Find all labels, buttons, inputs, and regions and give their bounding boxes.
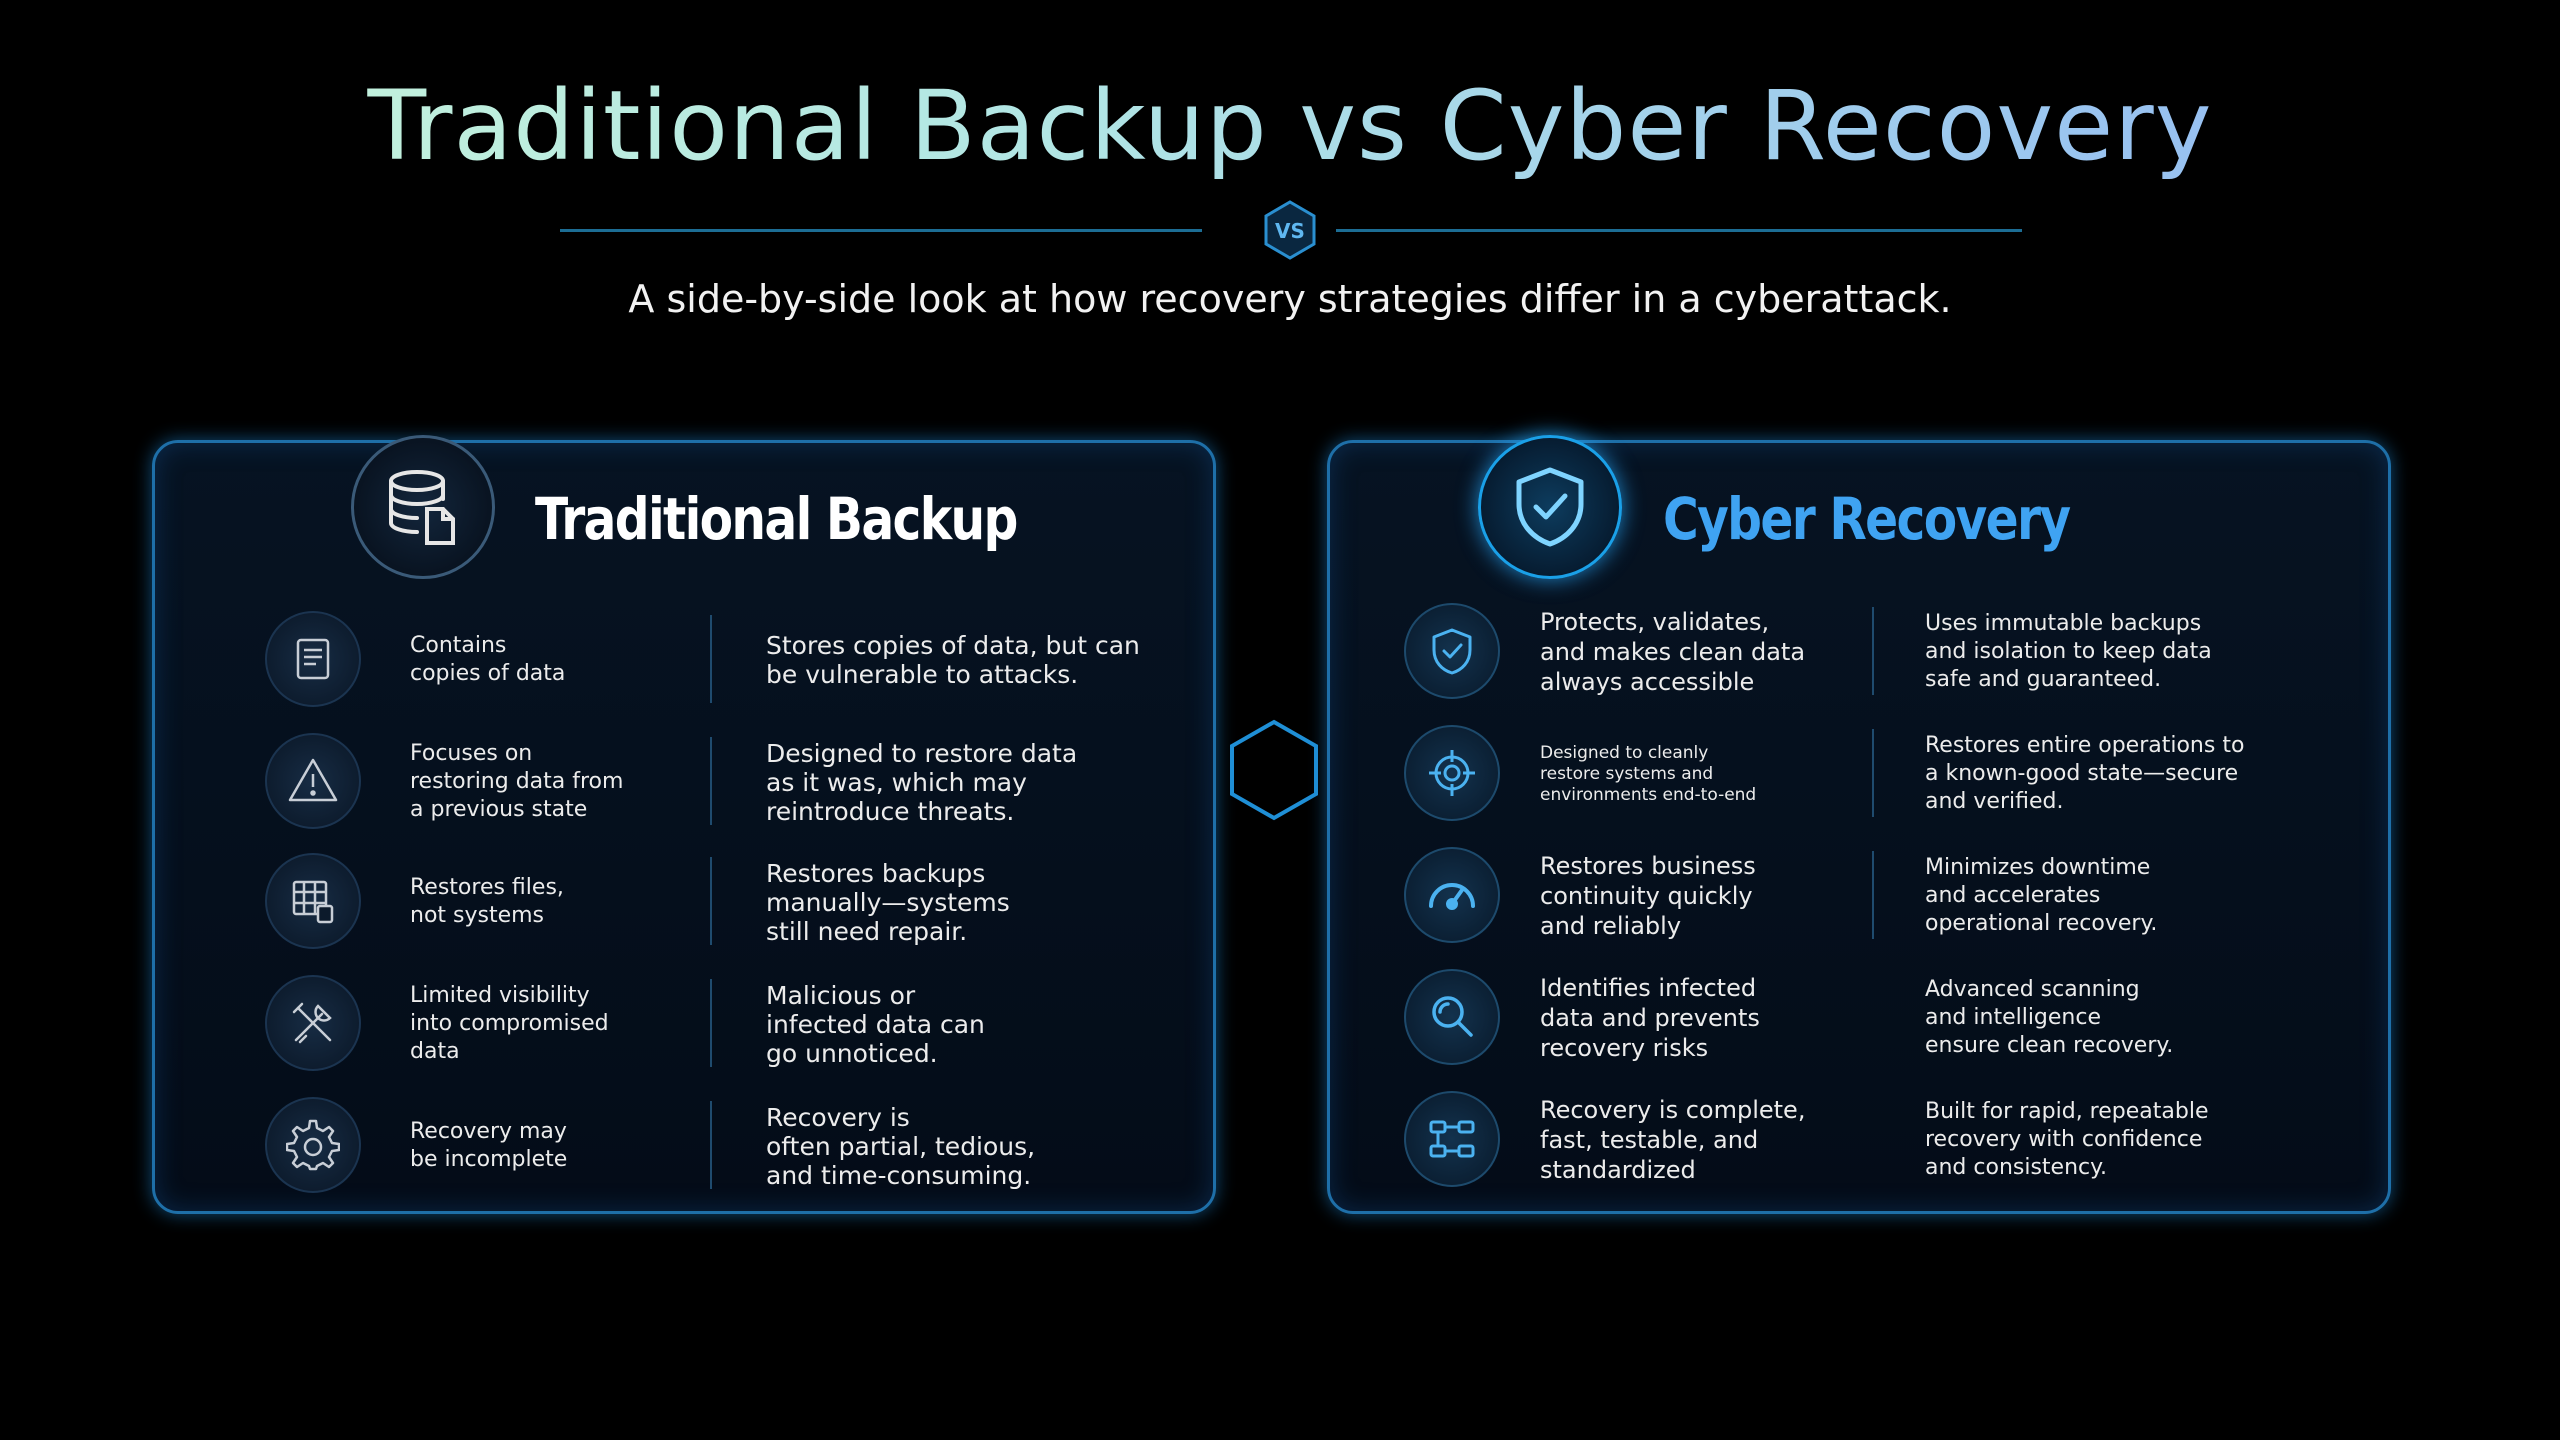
cyber-row-4: Identifies infected data and prevents re… [1330, 963, 2388, 1073]
traditional-row-1: Contains copies of data Stores copies of… [155, 605, 1213, 715]
center-hexagon-icon [1230, 719, 1318, 821]
warning-icon [265, 733, 361, 829]
traditional-feature-3: Restores files, not systems [410, 875, 564, 928]
cyber-description-4: Advanced scanning and intelligence ensur… [1925, 977, 2174, 1058]
cyber-description-5: Built for rapid, repeatable recovery wit… [1925, 1099, 2209, 1180]
cyber-row-5: Recovery is complete, fast, testable, an… [1330, 1085, 2388, 1195]
gear-icon [265, 1097, 361, 1193]
document-icon [265, 611, 361, 707]
cyber-row-1: Protects, validates, and makes clean dat… [1330, 597, 2388, 707]
title-divider-right [1336, 229, 2022, 232]
traditional-description-3: Restores backups manually—systems still … [766, 858, 1010, 946]
shield-check-icon [1404, 603, 1500, 699]
row-separator [710, 857, 712, 945]
traditional-feature-1: Contains copies of data [410, 633, 566, 686]
cyber-recovery-title: Cyber Recovery [1663, 485, 2071, 553]
row-separator [710, 737, 712, 825]
row-separator [1872, 729, 1874, 817]
cyber-feature-5: Recovery is complete, fast, testable, an… [1540, 1096, 1806, 1184]
row-separator [1872, 851, 1874, 939]
cyber-feature-3: Restores business continuity quickly and… [1540, 852, 1756, 940]
vs-badge-icon: VS [1264, 200, 1316, 260]
traditional-backup-title: Traditional Backup [535, 485, 1018, 553]
tools-icon [265, 975, 361, 1071]
traditional-description-2: Designed to restore data as it was, whic… [766, 738, 1078, 826]
workflow-icon [1404, 1091, 1500, 1187]
traditional-backup-card: Traditional Backup Contains copies of da… [152, 435, 1216, 1214]
cyber-description-3: Minimizes downtime and accelerates opera… [1925, 855, 2158, 936]
shield-check-icon [1478, 435, 1622, 579]
traditional-description-1: Stores copies of data, but can be vulner… [766, 631, 1140, 689]
cyber-description-1: Uses immutable backups and isolation to … [1925, 611, 2212, 692]
row-separator [1872, 607, 1874, 695]
magnifier-icon [1404, 969, 1500, 1065]
cyber-row-3: Restores business continuity quickly and… [1330, 841, 2388, 951]
traditional-feature-5: Recovery may be incomplete [410, 1119, 568, 1172]
database-file-icon [351, 435, 495, 579]
page-title: Traditional Backup vs Cyber Recovery [0, 70, 2560, 182]
target-icon [1404, 725, 1500, 821]
page-subtitle: A side-by-side look at how recovery stra… [628, 277, 1952, 321]
traditional-row-3: Restores files, not systems Restores bac… [155, 847, 1213, 957]
row-separator [710, 615, 712, 703]
traditional-description-4: Malicious or infected data can go unnoti… [766, 980, 985, 1068]
cyber-feature-1: Protects, validates, and makes clean dat… [1540, 608, 1806, 696]
traditional-row-5: Recovery may be incomplete Recovery is o… [155, 1091, 1213, 1201]
row-separator [710, 1101, 712, 1189]
cyber-feature-4: Identifies infected data and prevents re… [1540, 974, 1760, 1062]
title-divider-left [560, 229, 1202, 232]
file-grid-icon [265, 853, 361, 949]
cyber-row-2: Designed to cleanly restore systems and … [1330, 719, 2388, 829]
speedometer-icon [1404, 847, 1500, 943]
cyber-recovery-card: Cyber Recovery Protects, validates, and … [1327, 435, 2391, 1214]
traditional-row-4: Limited visibility into compromised data… [155, 969, 1213, 1079]
cyber-feature-2: Designed to cleanly restore systems and … [1540, 742, 1757, 805]
vs-badge-label: VS [1275, 219, 1305, 243]
traditional-row-2: Focuses on restoring data from a previou… [155, 727, 1213, 837]
traditional-feature-4: Limited visibility into compromised data [410, 983, 609, 1064]
traditional-description-5: Recovery is often partial, tedious, and … [766, 1102, 1036, 1190]
cyber-description-2: Restores entire operations to a known-go… [1925, 733, 2245, 814]
row-separator [710, 979, 712, 1067]
traditional-feature-2: Focuses on restoring data from a previou… [410, 741, 624, 822]
